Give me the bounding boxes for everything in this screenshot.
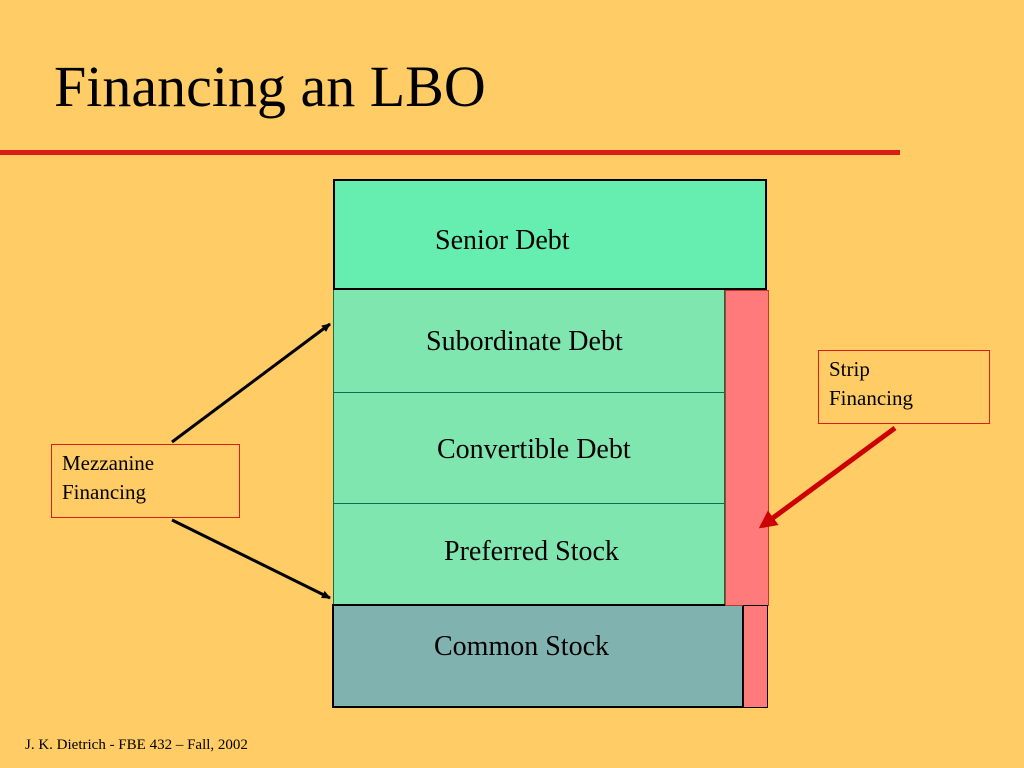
common-stock-layer: Common Stock [332,604,744,708]
convertible-debt-layer: Convertible Debt [333,393,725,504]
title-divider [0,150,900,155]
preferred-stock-layer: Preferred Stock [333,504,725,605]
strip-financing-bar-common [743,605,768,708]
strip-financing-callout: Strip Financing [818,350,990,424]
senior-debt-label: Senior Debt [435,225,570,256]
preferred-stock-label: Preferred Stock [444,536,619,567]
mezzanine-callout-line-1: Mezzanine [62,451,155,475]
arrow-to-preferred-stock [171,518,331,600]
subordinate-debt-label: Subordinate Debt [426,326,623,357]
common-stock-label: Common Stock [434,631,610,662]
mezzanine-callout-line-2: Financing [62,480,146,504]
convertible-debt-label: Convertible Debt [437,434,631,465]
arrow-to-subordinate-debt [171,322,331,444]
arrow-to-strip-bar [758,425,897,529]
strip-callout-line-2: Financing [829,386,913,410]
senior-debt-layer: Senior Debt [333,179,767,290]
subordinate-debt-layer: Subordinate Debt [333,290,725,393]
strip-callout-line-1: Strip [829,357,870,381]
slide-footer: J. K. Dietrich - FBE 432 – Fall, 2002 [25,737,248,753]
strip-financing-bar [725,290,769,606]
mezzanine-financing-callout: Mezzanine Financing [51,444,240,518]
slide-title: Financing an LBO [54,54,486,119]
